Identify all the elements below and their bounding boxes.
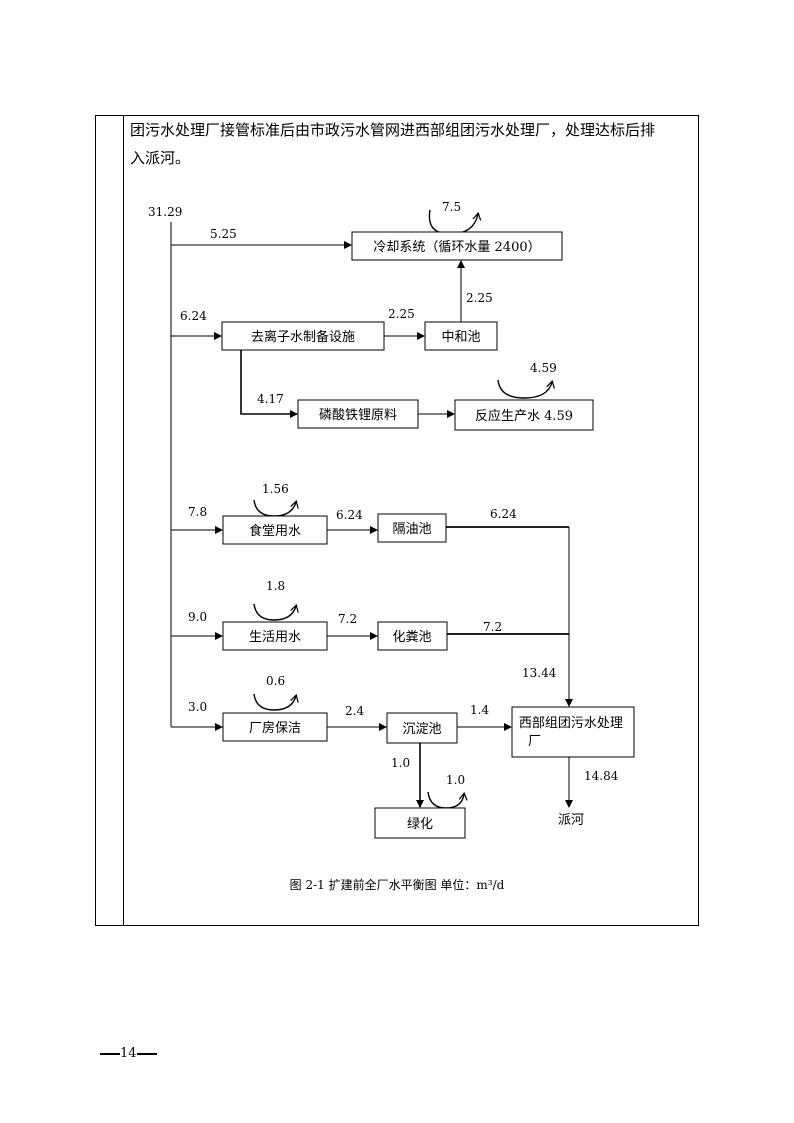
node-reaction-box: [454, 399, 594, 431]
flow-label-neutral-to-cooling: 2.25: [466, 291, 493, 305]
node-green-box: [374, 807, 466, 839]
flow-label-wwtp-to-river: 14.84: [584, 769, 619, 783]
node-deion-box: [221, 321, 385, 351]
node-domestic: 生活用水: [249, 630, 301, 645]
node-septic: 化粪池: [392, 630, 431, 645]
flow-label-deion-to-phosphate: 4.17: [257, 392, 284, 406]
flow-label-reaction-loss: 4.59: [530, 361, 557, 375]
node-neutral: 中和池: [441, 330, 480, 345]
node-septic-box: [377, 621, 448, 651]
loss-curve-canteen: [253, 500, 296, 517]
loss-curve-cleaning: [253, 694, 296, 711]
loss-curve-reaction: [497, 380, 552, 399]
flow-label-green-loss: 1.0: [446, 773, 465, 787]
node-wwtp-box: [511, 706, 635, 758]
loss-curve-green: [427, 792, 464, 809]
page-number: 14: [100, 1046, 157, 1061]
flow-label-deion-to-neutral: 2.25: [388, 307, 415, 321]
node-canteen-box: [222, 515, 328, 545]
node-wwtp-label-cont: 厂: [528, 734, 541, 749]
node-canteen: 食堂用水: [249, 523, 301, 539]
page-number-dash-left: [100, 1052, 120, 1055]
flow-label-total: 31.29: [148, 205, 182, 219]
flow-label-settling-to-green: 1.0: [391, 756, 410, 770]
flow-label-to-cleaning: 3.0: [188, 700, 207, 714]
flow-label-to-canteen: 7.8: [188, 505, 207, 519]
flow-label-cleaning-loss: 0.6: [266, 674, 285, 688]
node-phosphate-box: [297, 399, 419, 429]
page-number-dash-right: [136, 1052, 157, 1055]
flow-label-to-domestic: 9.0: [188, 610, 207, 624]
page-number-value: 14: [120, 1046, 137, 1061]
body-paragraph: 团污水处理厂接管标准后由市政污水管网进西部组团污水处理厂，处理达标后排 入派河。: [130, 116, 692, 172]
node-reaction: 反应生产水 4.59: [475, 408, 573, 424]
flow-label-domestic-loss: 1.8: [266, 579, 285, 593]
flow-label-oilsep-out: 6.24: [490, 507, 517, 521]
flow-label-settling-to-wwtp: 1.4: [470, 703, 489, 717]
node-cleaning: 厂房保洁: [249, 720, 301, 736]
flow-label-to-cooling: 5.25: [210, 227, 237, 241]
flow-label-canteen-loss: 1.56: [262, 482, 289, 496]
table-frame: [95, 115, 699, 926]
node-oilsep-box: [377, 513, 447, 543]
node-phosphate: 磷酸铁锂原料: [319, 408, 397, 423]
paragraph-line-2: 入派河。: [130, 149, 191, 167]
node-wwtp-label: 西部组团污水处理: [519, 716, 623, 731]
node-settling: 沉淀池: [402, 722, 441, 737]
node-cleaning-box: [222, 712, 328, 742]
flow-label-combined: 13.44: [522, 666, 557, 680]
flow-label-to-deion: 6.24: [180, 309, 207, 323]
figure-caption: 图 2-1 扩建前全厂水平衡图 单位：m³/d: [289, 878, 505, 892]
node-cooling-box: [351, 231, 563, 261]
flow-label-cleaning-to-settling: 2.4: [345, 704, 364, 718]
node-wwtp: 西部组团污水处理 厂: [519, 716, 627, 749]
flow-label-canteen-to-oilsep: 6.24: [336, 508, 363, 522]
node-deion: 去离子水制备设施: [251, 329, 355, 345]
node-settling-box: [386, 712, 458, 744]
node-cooling: 冷却系统（循环水量 2400）: [373, 240, 540, 255]
flow-deion-to-phosphate: [240, 350, 298, 418]
loss-curve-domestic: [253, 604, 296, 621]
node-green: 绿化: [407, 817, 433, 832]
node-river: 派河: [558, 813, 584, 828]
node-neutral-box: [424, 321, 498, 351]
node-oilsep: 隔油池: [392, 522, 431, 537]
node-domestic-box: [222, 621, 328, 651]
flow-label-cooling-loss: 7.5: [442, 200, 461, 214]
table-column-rule: [123, 115, 124, 926]
paragraph-line-1: 团污水处理厂接管标准后由市政污水管网进西部组团污水处理厂，处理达标后排: [130, 121, 656, 139]
flow-label-domestic-to-septic: 7.2: [338, 612, 357, 626]
flow-label-septic-out: 7.2: [483, 620, 502, 634]
